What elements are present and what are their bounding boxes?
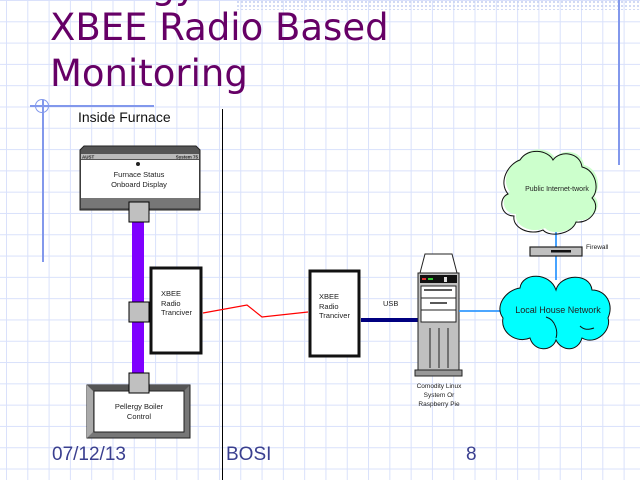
connector-port bbox=[128, 372, 150, 394]
public-internet-cloud-icon bbox=[501, 149, 599, 235]
computer-label-3: Raspberry Pie bbox=[418, 401, 460, 408]
xbee-module-right: XBEE Radio Tranciver bbox=[308, 269, 361, 358]
furnace-bus bbox=[132, 218, 144, 378]
xbee-module-left: XBEE Radio Tranciver bbox=[149, 266, 203, 355]
xbee-left-line1: XBEE bbox=[161, 289, 181, 298]
xbee-right-line1: XBEE bbox=[319, 292, 339, 301]
accent-circle bbox=[35, 99, 49, 113]
display-label-1: Furnace Status bbox=[114, 170, 165, 179]
title-cut-line: Pellergy bbox=[50, 0, 197, 9]
indicator-led-icon bbox=[136, 162, 140, 166]
display-right-tag: System 75 bbox=[176, 155, 199, 160]
computer-label-2: System Or bbox=[424, 392, 456, 399]
boiler-label-2: Control bbox=[127, 412, 152, 421]
usb-link bbox=[361, 318, 419, 322]
decorative-band bbox=[236, 0, 640, 10]
computer-label-1: Comodity Linux bbox=[417, 383, 463, 390]
furnace-display: AUST System 75 Furnace Status Onboard Di… bbox=[79, 145, 201, 211]
xbee-left-line2: Radio bbox=[161, 299, 181, 308]
slide-title: XBEE Radio Based Monitoring bbox=[50, 5, 389, 97]
accent-line bbox=[618, 0, 620, 165]
xbee-left-line3: Tranciver bbox=[161, 308, 192, 317]
display-left-tag: AUST bbox=[82, 155, 95, 160]
title-line-1: XBEE Radio Based bbox=[50, 6, 389, 49]
divider-line bbox=[222, 109, 223, 480]
display-label-2: Onboard Display bbox=[111, 180, 167, 189]
accent-line bbox=[42, 100, 44, 262]
radio-link bbox=[202, 304, 309, 318]
section-label: Inside Furnace bbox=[78, 109, 171, 125]
accent-line bbox=[30, 105, 154, 107]
local-house-network-cloud-icon bbox=[499, 275, 611, 350]
footer-page-number: 8 bbox=[466, 444, 477, 465]
footer-org: BOSI bbox=[226, 444, 272, 465]
footer-date: 07/12/13 bbox=[52, 444, 126, 465]
computer-tower-icon bbox=[414, 253, 463, 377]
usb-label: USB bbox=[383, 299, 398, 308]
public-cloud-label: Public Internet-twork bbox=[525, 186, 589, 193]
xbee-right-line2: Radio bbox=[319, 302, 339, 311]
connector-port bbox=[128, 201, 150, 223]
firewall-icon bbox=[529, 246, 583, 257]
title-line-2: Monitoring bbox=[50, 52, 248, 95]
local-cloud-label: Local House Network bbox=[515, 305, 601, 315]
firewall-label: Firewall bbox=[586, 244, 609, 251]
connector-port bbox=[128, 301, 150, 323]
boiler-label-1: Pellergy Boiler bbox=[115, 402, 164, 411]
xbee-right-line3: Tranciver bbox=[319, 311, 350, 320]
